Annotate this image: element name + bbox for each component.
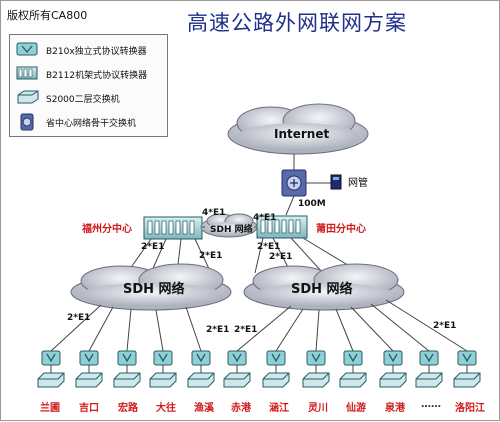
b210x-converter-icon	[266, 350, 286, 366]
site-label: 吉口	[79, 403, 99, 414]
leaf-device	[415, 350, 443, 388]
leaf-device	[379, 350, 407, 388]
b210x-converter-icon	[383, 350, 403, 366]
leaf-device	[37, 350, 65, 388]
s2000-switch-icon	[262, 372, 290, 388]
s2000-switch-icon	[415, 372, 443, 388]
legend-label: B210x独立式协议转换器	[46, 47, 147, 57]
e1-left-top-label: 4*E1	[202, 208, 225, 218]
leaf-device	[113, 350, 141, 388]
s2000-switch-icon	[223, 372, 251, 388]
e1-fz-down2-label: 2*E1	[199, 251, 222, 261]
page-title: 高速公路外网联网方案	[187, 11, 407, 35]
leaf-devices	[37, 350, 481, 388]
b210x-converter-icon	[16, 42, 38, 56]
leaf-device	[75, 350, 103, 388]
watermark: 版权所有CA800	[7, 9, 88, 22]
b2112-rack-converter-icon	[16, 66, 38, 80]
e1-pt-down2-label: 2*E1	[269, 252, 292, 262]
b210x-converter-icon	[191, 350, 211, 366]
e1-pt-down-label: 2*E1	[257, 242, 280, 252]
site-label: 泉港	[385, 403, 405, 414]
s2000-switch-icon	[149, 372, 177, 388]
internet-label: Internet	[274, 127, 329, 141]
site-label: 宏路	[118, 403, 138, 414]
netmgmt-label: 网管	[348, 176, 368, 189]
site-label: 涵江	[269, 403, 289, 414]
site-label: 渔溪	[194, 403, 214, 414]
s2000-switch-icon	[75, 372, 103, 388]
s2000-switch-icon	[187, 372, 215, 388]
b210x-converter-icon	[79, 350, 99, 366]
leaf-device	[302, 350, 330, 388]
e1-mid-left-label: 2*E1	[206, 325, 229, 335]
site-labels: 兰圃 吉口 宏路 大往 渔溪 赤港 涵江 灵川 仙游 泉港 …… 洛阳江	[1, 399, 500, 415]
leaf-device	[453, 350, 481, 388]
sdh-left-label: SDH 网络	[123, 281, 185, 297]
internet-cloud	[227, 103, 369, 155]
b210x-converter-icon	[457, 350, 477, 366]
site-label: 灵川	[308, 403, 328, 414]
backbone-switch-icon	[281, 169, 307, 197]
s2000-switch-icon	[453, 372, 481, 388]
sdh-right-cloud	[243, 263, 405, 311]
site-label: 兰圃	[40, 403, 60, 414]
e1-left-leaf-label: 2*E1	[67, 313, 90, 323]
s2000-switch-icon	[302, 372, 330, 388]
fuzhou-rack-converter-icon	[143, 216, 203, 240]
putian-label: 莆田分中心	[316, 222, 366, 235]
leaf-device	[149, 350, 177, 388]
leaf-device	[223, 350, 251, 388]
e1-mid-right-label: 2*E1	[234, 325, 257, 335]
backbone-switch-icon	[20, 113, 34, 131]
legend-label: 省中心网络骨干交换机	[46, 119, 137, 129]
sdh-left-cloud	[70, 263, 232, 311]
b210x-converter-icon	[343, 350, 363, 366]
site-label: 洛阳江	[455, 403, 485, 414]
e1-fz-down-label: 2*E1	[141, 242, 164, 252]
site-label: 赤港	[231, 403, 251, 414]
sdh-center-cloud	[200, 213, 258, 238]
fuzhou-label: 福州分中心	[81, 222, 132, 235]
netmgmt-pc-icon	[330, 174, 342, 190]
legend-box: B210x独立式协议转换器 B2112机架式协议转换器 S2000二层交换机	[9, 34, 168, 137]
s2000-switch-icon	[113, 372, 141, 388]
site-label: 大往	[156, 403, 176, 414]
leaf-device	[262, 350, 290, 388]
site-label: ……	[421, 399, 441, 410]
legend-label: S2000二层交换机	[46, 95, 120, 105]
putian-rack-converter-icon	[256, 215, 308, 239]
s2000-switch-icon	[37, 372, 65, 388]
b210x-converter-icon	[117, 350, 137, 366]
b210x-converter-icon	[419, 350, 439, 366]
site-label: 仙游	[346, 403, 366, 414]
s2000-switch-icon	[379, 372, 407, 388]
s2000-switch-icon	[17, 90, 39, 104]
leaf-device	[187, 350, 215, 388]
bw-100m-label: 100M	[298, 199, 326, 209]
sdh-right-label: SDH 网络	[291, 281, 353, 297]
sdh-center-label: SDH 网络	[210, 223, 253, 235]
leaf-device	[339, 350, 367, 388]
s2000-switch-icon	[339, 372, 367, 388]
e1-right-leaf-label: 2*E1	[433, 321, 456, 331]
b210x-converter-icon	[153, 350, 173, 366]
legend-label: B2112机架式协议转换器	[46, 71, 148, 81]
b210x-converter-icon	[227, 350, 247, 366]
b210x-converter-icon	[306, 350, 326, 366]
e1-right-top-label: 4*E1	[253, 213, 276, 223]
b210x-converter-icon	[41, 350, 61, 366]
